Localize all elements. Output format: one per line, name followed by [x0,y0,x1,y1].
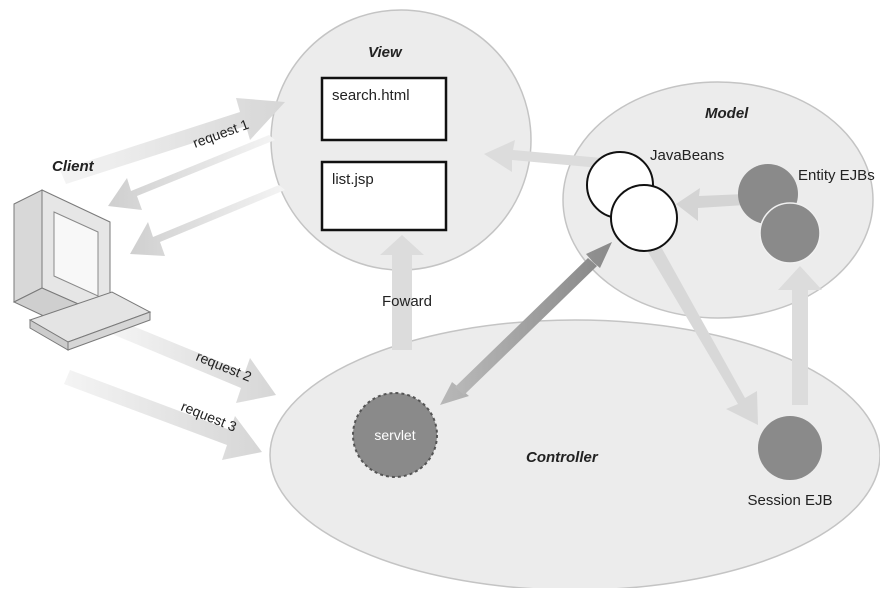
forward-label: Foward [382,293,432,310]
javabeans-label: JavaBeans [650,147,724,164]
servlet-label: servlet [374,427,415,443]
session-ejb-circle [758,416,822,480]
forward-arrow [380,235,424,350]
beans-to-view-arrow [484,140,602,172]
list-page-label: list.jsp [332,171,374,188]
entity-ejb-circle-2 [759,202,821,264]
request2-arrow [112,320,276,403]
request1-arrow [60,98,285,184]
javabean-circle-2 [610,184,678,252]
entity-ejbs-label: Entity EJBs [798,167,875,184]
search-page-box [320,76,448,142]
list-page-box [320,160,448,232]
client-title: Client [52,158,95,175]
session-to-entity-arrow [778,266,822,405]
response2-arrow [130,185,285,256]
request3-arrow [64,370,262,460]
beans-to-session-arrow [648,245,758,425]
search-page-label: search.html [332,87,410,104]
session-ejb-label: Session EJB [747,492,832,509]
response1-arrow [108,135,275,210]
model-title: Model [705,105,749,122]
view-title: View [368,44,403,61]
controller-title: Controller [526,449,599,466]
servlet-circle [352,392,438,478]
servlet-beans-arrow-body [455,258,597,395]
entity-to-beans-arrow [676,188,745,221]
client-computer-icon [12,189,152,351]
